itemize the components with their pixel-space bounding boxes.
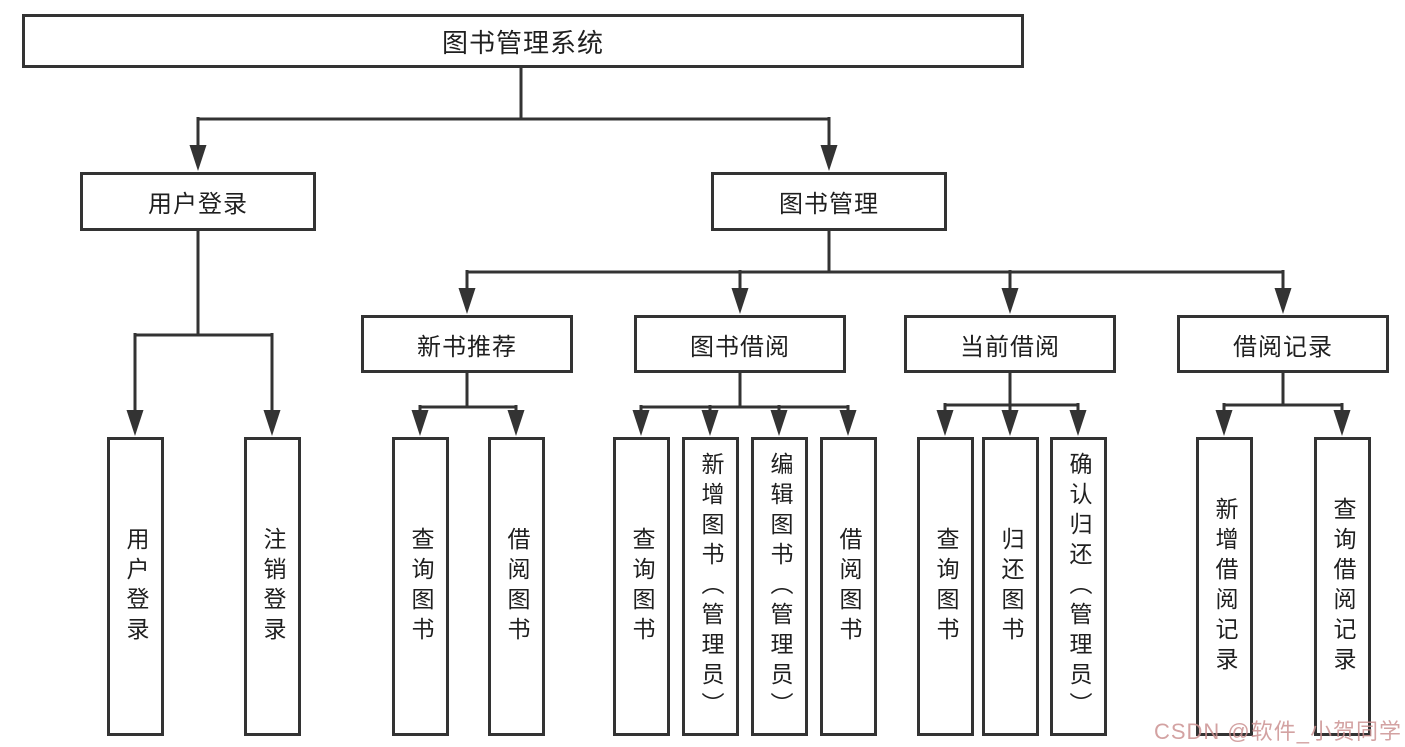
- node-label: 用户登录: [148, 191, 248, 218]
- node-leaf-edit-books-admin: 编辑图书（管理员）: [751, 437, 808, 736]
- node-leaf-logout: 注销登录: [244, 437, 301, 736]
- node-label: 借阅图书: [504, 526, 530, 647]
- node-leaf-borrow-books: 借阅图书: [820, 437, 877, 736]
- node-current-borrow: 当前借阅: [904, 315, 1116, 373]
- node-label: 新书推荐: [417, 333, 517, 361]
- node-label: 新增图书（管理员）: [698, 451, 724, 722]
- node-leaf-query-books-current: 查询图书: [917, 437, 974, 736]
- node-label: 当前借阅: [960, 333, 1060, 361]
- node-book-management: 图书管理: [711, 172, 947, 231]
- node-book-borrow: 图书借阅: [634, 315, 846, 373]
- node-label: 归还图书: [998, 526, 1024, 647]
- node-user-login: 用户登录: [80, 172, 316, 231]
- node-leaf-user-login: 用户登录: [107, 437, 164, 736]
- node-label: 查询图书: [933, 526, 959, 647]
- csdn-watermark: CSDN @软件_小贺同学: [1153, 719, 1402, 744]
- node-label: 借阅图书: [836, 526, 862, 647]
- node-leaf-borrow-books-recommend: 借阅图书: [488, 437, 545, 736]
- node-leaf-add-books-admin: 新增图书（管理员）: [682, 437, 739, 736]
- node-label: 确认归还（管理员）: [1066, 451, 1092, 722]
- node-system-root: 图书管理系统: [22, 14, 1024, 68]
- node-new-book-recommend: 新书推荐: [361, 315, 573, 373]
- node-label: 新增借阅记录: [1212, 496, 1238, 677]
- node-leaf-query-books-borrow: 查询图书: [613, 437, 670, 736]
- arrowheads: [126, 145, 1351, 436]
- node-label: 图书管理系统: [441, 27, 604, 58]
- node-label: 注销登录: [260, 526, 286, 647]
- node-label: 查询借阅记录: [1330, 496, 1356, 677]
- node-leaf-query-books-recommend: 查询图书: [392, 437, 449, 736]
- node-leaf-query-borrow-record: 查询借阅记录: [1314, 437, 1371, 736]
- node-leaf-confirm-return-admin: 确认归还（管理员）: [1050, 437, 1107, 736]
- node-leaf-add-borrow-record: 新增借阅记录: [1196, 437, 1253, 736]
- node-label: 用户登录: [123, 526, 149, 647]
- node-label: 借阅记录: [1233, 333, 1333, 361]
- node-label: 图书管理: [779, 191, 879, 218]
- node-label: 查询图书: [629, 526, 655, 647]
- node-borrow-records: 借阅记录: [1177, 315, 1389, 373]
- node-label: 编辑图书（管理员）: [767, 451, 793, 722]
- node-label: 图书借阅: [690, 333, 790, 361]
- node-leaf-return-books: 归还图书: [982, 437, 1039, 736]
- node-label: 查询图书: [408, 526, 434, 647]
- connector-elbows: [133, 68, 1344, 415]
